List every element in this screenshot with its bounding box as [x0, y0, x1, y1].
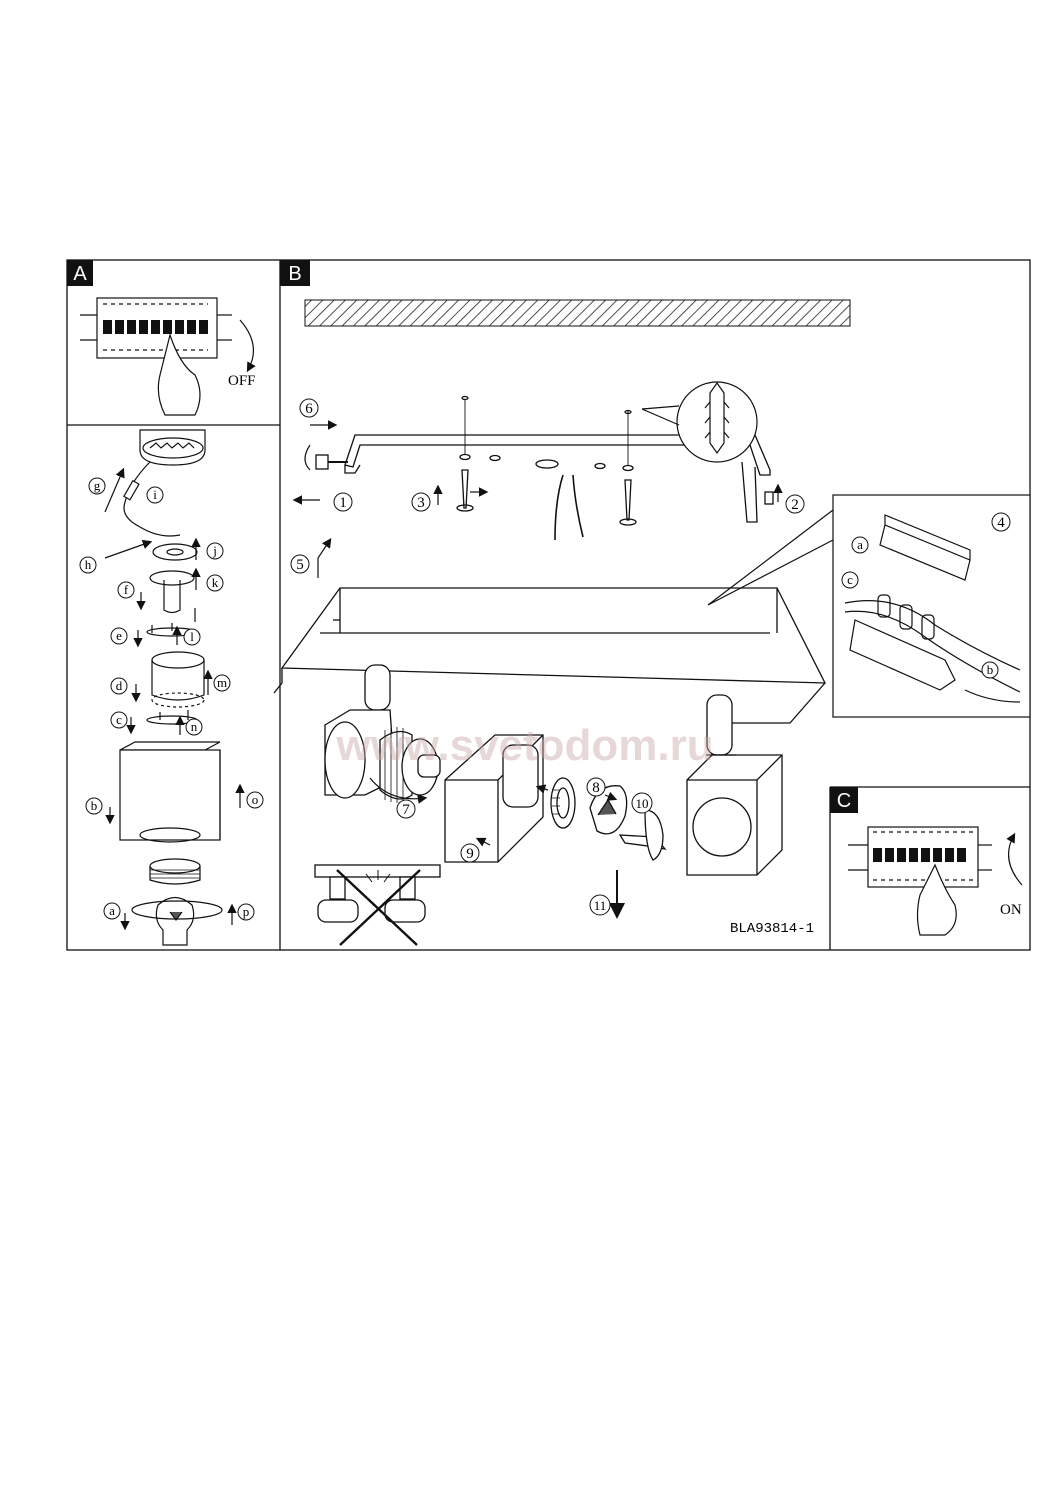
bracket-step-labels: 1 2 3 4 5 6 7 8 9 10 11: [290, 398, 1011, 916]
svg-text:c: c: [116, 712, 122, 727]
step-label-7: 7: [396, 799, 416, 819]
svg-text:n: n: [191, 719, 198, 734]
step-label-o: o: [246, 791, 264, 809]
svg-text:11: 11: [594, 898, 607, 913]
svg-text:i: i: [153, 487, 157, 502]
panel-c-letter: C: [837, 790, 851, 812]
ceiling-hatch: [304, 299, 851, 327]
bracket-arrows: [292, 420, 783, 919]
svg-text:e: e: [116, 628, 122, 643]
connector-step-labels: a c b: [841, 536, 999, 679]
svg-text:a: a: [857, 537, 863, 552]
light-body-bar: [273, 587, 827, 724]
panel-b: B: [273, 260, 1031, 946]
on-label: ON: [1000, 902, 1022, 918]
wall-plug-callout: [641, 381, 758, 463]
step-label-a: a: [103, 902, 121, 920]
svg-text:2: 2: [791, 497, 799, 513]
svg-text:f: f: [124, 582, 129, 597]
step-label-6: 6: [299, 398, 319, 418]
step-label-11: 11: [589, 894, 611, 916]
svg-text:j: j: [212, 543, 217, 558]
spot-head-right: [686, 694, 783, 876]
svg-text:4: 4: [997, 515, 1005, 531]
step-label-8: 8: [586, 777, 606, 797]
step-label-h: h: [79, 556, 97, 574]
step-label-d: d: [110, 677, 128, 695]
step-label-5: 5: [290, 554, 310, 574]
lamp-head-step-labels: g i h j f k e l d m c n b o a p: [79, 477, 264, 921]
step-label-10: 10: [631, 792, 653, 814]
svg-text:3: 3: [417, 495, 425, 511]
threaded-ring: [550, 777, 576, 829]
step-label-2: 2: [785, 494, 805, 514]
svg-text:1: 1: [339, 495, 347, 511]
panel-a-badge: [67, 260, 93, 286]
svg-text:m: m: [217, 675, 227, 690]
svg-text:8: 8: [592, 780, 600, 796]
panel-c-badge: [830, 787, 858, 813]
incorrect-mounting-illustration: [314, 864, 441, 946]
panel-a: A OFF: [67, 260, 256, 416]
lamp-head-arrows: [104, 467, 245, 931]
svg-text:b: b: [987, 662, 994, 677]
svg-text:h: h: [85, 557, 92, 572]
step-label-3: 3: [411, 492, 431, 512]
step-label-l: l: [183, 628, 201, 646]
breaker-off-illustration: [80, 297, 256, 416]
step-label-b: b: [85, 797, 103, 815]
svg-text:9: 9: [466, 846, 474, 862]
panel-a-letter: A: [73, 263, 87, 285]
connector-label-b: b: [981, 661, 999, 679]
svg-text:k: k: [212, 575, 219, 590]
lamp-head-assembly: [119, 429, 223, 946]
panel-b-letter: B: [288, 263, 301, 285]
panel-b-badge: [280, 260, 310, 286]
step-label-e: e: [110, 627, 128, 645]
svg-text:a: a: [109, 903, 115, 918]
off-label: OFF: [228, 373, 256, 389]
mounting-bracket: [315, 395, 774, 541]
step-label-9: 9: [460, 843, 480, 863]
spot-head-left: [324, 664, 441, 803]
connector-label-a: a: [851, 536, 869, 554]
connector-label-c: c: [841, 571, 859, 589]
svg-text:6: 6: [305, 401, 313, 417]
watermark: www.svetodom.ru: [335, 721, 713, 770]
breaker-on-illustration: [848, 826, 1023, 936]
svg-text:c: c: [847, 572, 853, 587]
step-label-n: n: [185, 718, 203, 736]
step-label-1: 1: [333, 492, 353, 512]
svg-text:l: l: [190, 629, 194, 644]
panel-c: C ON: [830, 787, 1023, 936]
step-label-i: i: [146, 486, 164, 504]
step-label-k: k: [206, 574, 224, 592]
step-label-p: p: [237, 903, 255, 921]
connector-callout: [707, 494, 1031, 718]
svg-text:o: o: [252, 792, 259, 807]
step-label-j: j: [206, 542, 224, 560]
step-label-m: m: [213, 674, 231, 692]
bulb-and-tool: [589, 785, 667, 861]
step-label-c: c: [110, 711, 128, 729]
svg-text:10: 10: [636, 796, 649, 811]
svg-text:p: p: [243, 904, 250, 919]
svg-text:d: d: [116, 678, 123, 693]
step-label-g: g: [88, 477, 106, 495]
step-label-f: f: [117, 581, 135, 599]
step-label-4: 4: [991, 512, 1011, 532]
svg-text:b: b: [91, 798, 98, 813]
svg-text:7: 7: [402, 802, 410, 818]
svg-text:5: 5: [296, 557, 304, 573]
model-code: BLA93814-1: [730, 921, 814, 937]
svg-text:g: g: [94, 478, 101, 493]
cube-shade: [444, 734, 544, 863]
